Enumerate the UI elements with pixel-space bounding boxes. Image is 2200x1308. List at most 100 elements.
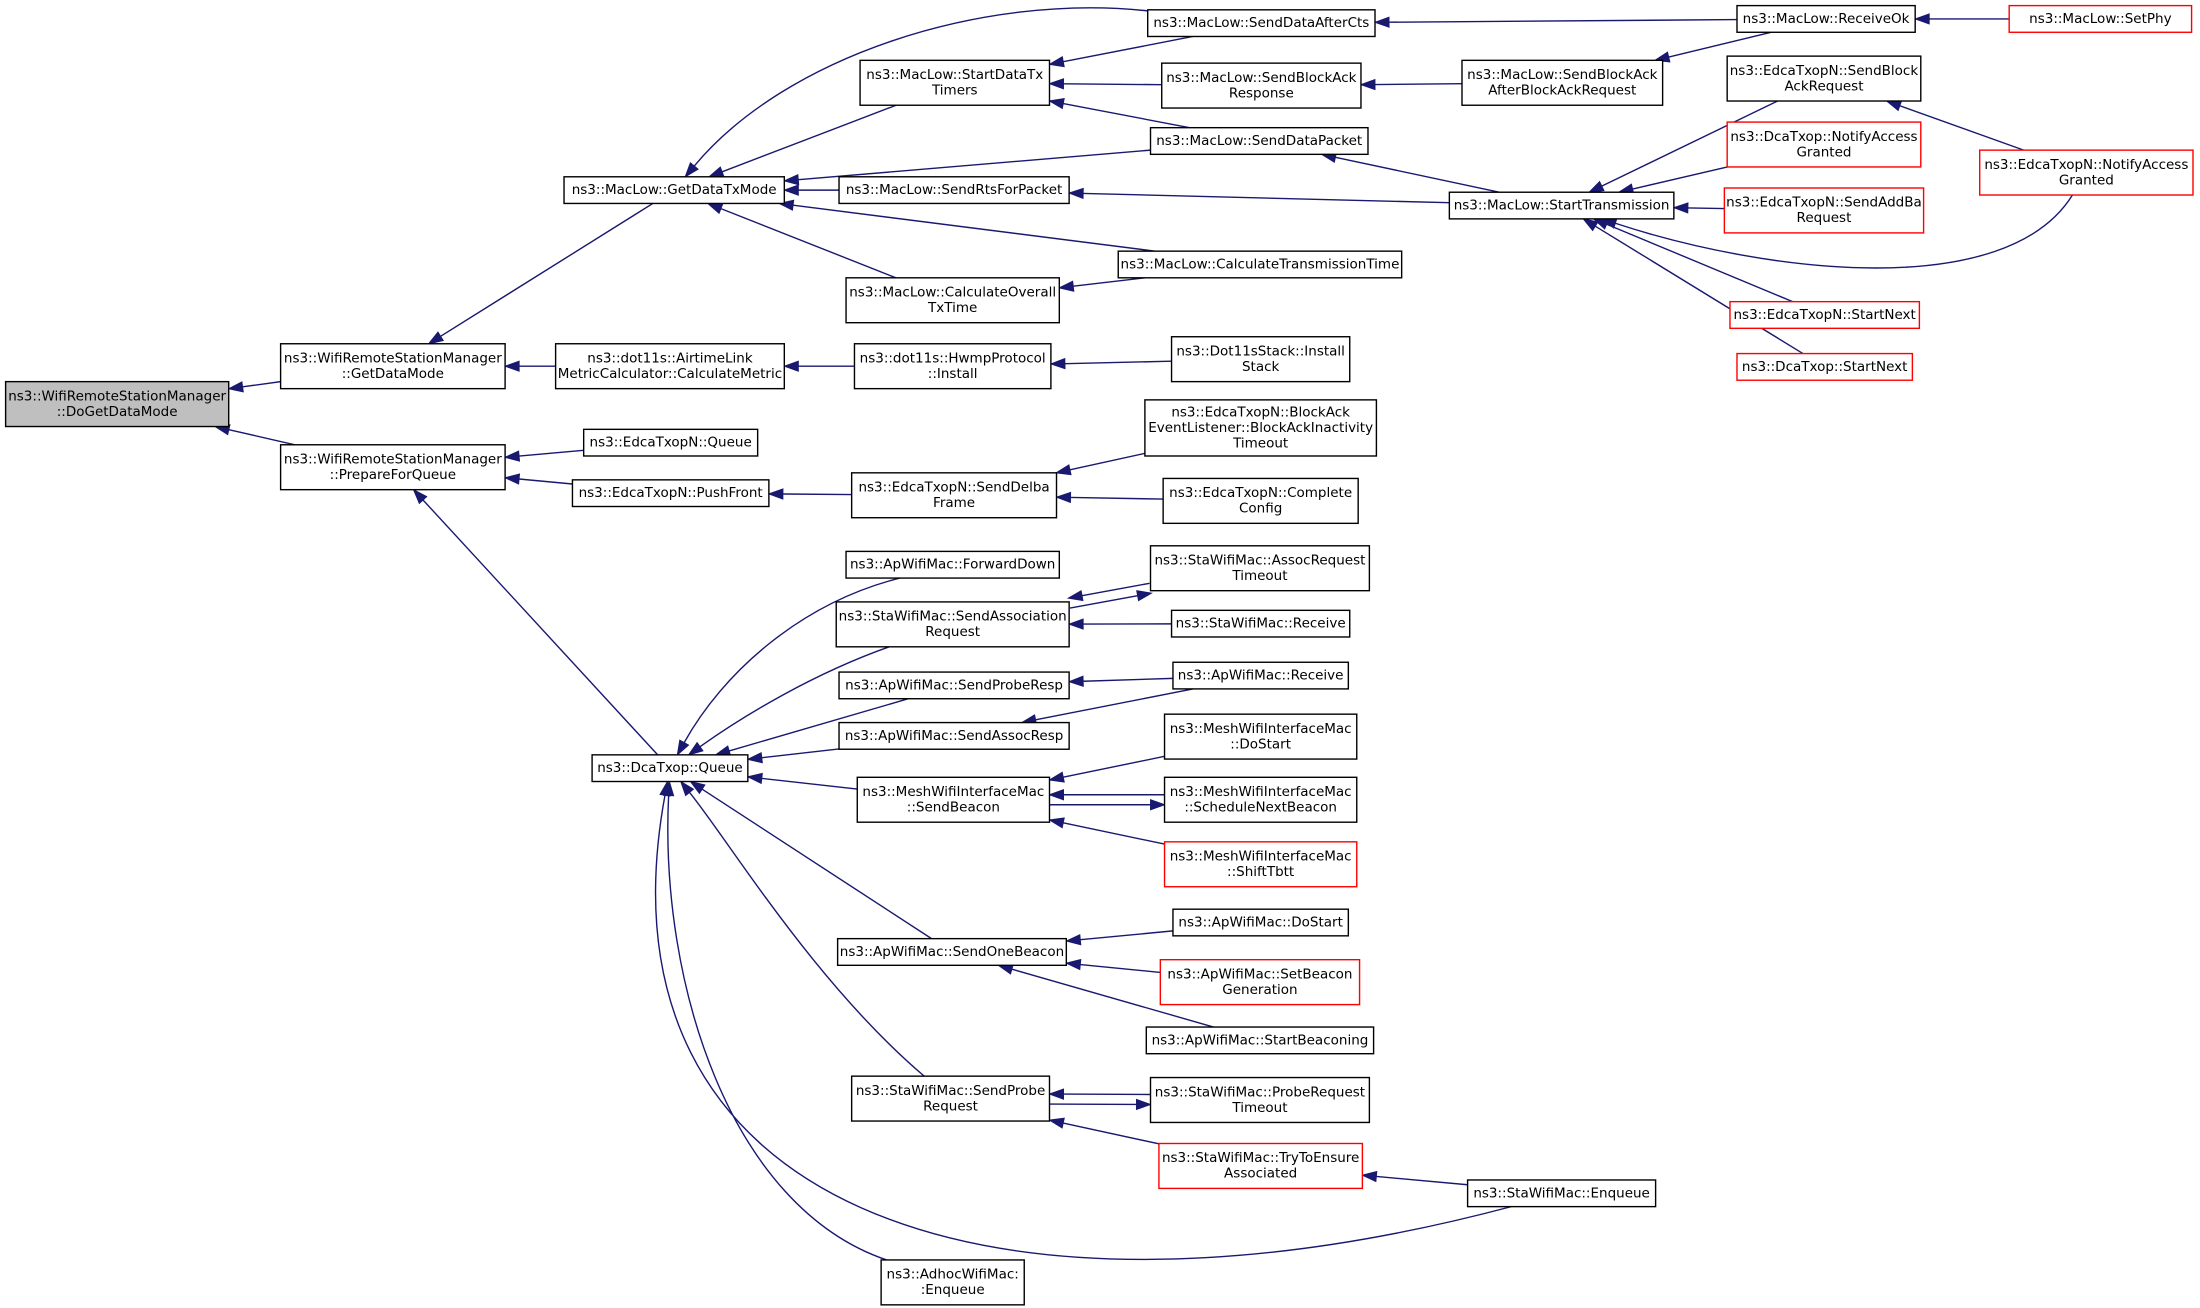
edge-arrowhead bbox=[1057, 280, 1075, 292]
node-meshsendbeacon[interactable]: ns3::MeshWifiInterfaceMac::SendBeacon bbox=[856, 776, 1051, 823]
node-getdatamode[interactable]: ns3::WifiRemoteStationManager::GetDataMo… bbox=[279, 343, 506, 390]
node-label: ns3::StaWifiMac::Receive bbox=[1176, 616, 1346, 632]
edge-line bbox=[1083, 677, 1173, 682]
edge-arrowhead bbox=[1048, 771, 1065, 783]
node-meshdostart[interactable]: ns3::MeshWifiInterfaceMac::DoStart bbox=[1163, 713, 1358, 760]
node-label: AfterBlockAckRequest bbox=[1488, 83, 1636, 99]
node-pushfront[interactable]: ns3::EdcaTxopN::PushFront bbox=[571, 479, 770, 508]
edge-arrowhead bbox=[687, 741, 704, 756]
node-box bbox=[1149, 126, 1369, 156]
node-label: ns3::MacLow::SendBlockAck bbox=[1467, 67, 1657, 83]
node-apforward[interactable]: ns3::ApWifiMac::ForwardDown bbox=[845, 550, 1061, 579]
node-label: Request bbox=[1797, 210, 1852, 226]
node-label: ns3::MacLow::CalculateTransmissionTime bbox=[1121, 256, 1400, 272]
node-apreceive[interactable]: ns3::ApWifiMac::Receive bbox=[1172, 661, 1350, 690]
node-box bbox=[1736, 4, 1916, 33]
node-box bbox=[591, 754, 749, 783]
edge-senddataaftercts-to-getdatatxmode bbox=[684, 7, 1148, 178]
edge-line bbox=[1632, 166, 1728, 190]
node-label: ns3::EdcaTxopN::BlockAck bbox=[1171, 404, 1350, 420]
node-meshshift[interactable]: ns3::MeshWifiInterfaceMac::ShiftTbtt bbox=[1163, 841, 1358, 888]
node-getdatatxmode[interactable]: ns3::MacLow::GetDataTxMode bbox=[563, 176, 786, 205]
edge-dcastartnext-to-starttrans bbox=[1582, 218, 1804, 355]
edge-line bbox=[1063, 755, 1165, 778]
node-setphy[interactable]: ns3::MacLow::SetPhy bbox=[2008, 4, 2193, 33]
node-label: ns3::MeshWifiInterfaceMac bbox=[1170, 849, 1352, 865]
edge-apreceive-to-apsendprobe bbox=[1067, 675, 1173, 687]
node-hwmpinstall[interactable]: ns3::dot11s::HwmpProtocol::Install bbox=[853, 343, 1052, 390]
node-box bbox=[1723, 187, 1925, 234]
node-label: Timers bbox=[931, 83, 978, 99]
edge-arrowhead bbox=[746, 752, 763, 764]
node-senddataaftercts[interactable]: ns3::MacLow::SendDataAfterCts bbox=[1147, 9, 1376, 38]
node-apsendprobe[interactable]: ns3::ApWifiMac::SendProbeResp bbox=[838, 671, 1070, 700]
node-airtime[interactable]: ns3::dot11s::AirtimeLinkMetricCalculator… bbox=[554, 343, 786, 390]
node-dcaqueue[interactable]: ns3::DcaTxop::Queue bbox=[591, 754, 749, 783]
node-label: ns3::AdhocWifiMac: bbox=[887, 1267, 1019, 1283]
node-edcastartnext[interactable]: ns3::EdcaTxopN::StartNext bbox=[1729, 300, 1921, 330]
node-edcaqueue[interactable]: ns3::EdcaTxopN::Queue bbox=[582, 428, 759, 457]
node-calctranstime[interactable]: ns3::MacLow::CalculateTransmissionTime bbox=[1117, 250, 1403, 279]
node-label: ns3::ApWifiMac::ForwardDown bbox=[850, 557, 1055, 573]
node-prepareforqueue[interactable]: ns3::WifiRemoteStationManager::PrepareFo… bbox=[279, 444, 506, 491]
edge-line bbox=[228, 428, 295, 446]
node-receiveok[interactable]: ns3::MacLow::ReceiveOk bbox=[1736, 4, 1916, 33]
node-box bbox=[1170, 336, 1351, 383]
node-label: ns3::MeshWifiInterfaceMac bbox=[862, 784, 1044, 800]
node-sendrts[interactable]: ns3::MacLow::SendRtsForPacket bbox=[838, 176, 1070, 205]
node-sendblockackafter[interactable]: ns3::MacLow::SendBlockAckAfterBlockAckRe… bbox=[1461, 59, 1664, 106]
node-box bbox=[1170, 609, 1351, 638]
node-label: ns3::MacLow::ReceiveOk bbox=[1743, 11, 1910, 27]
node-blockackinact[interactable]: ns3::EdcaTxopN::BlockAckEventListener::B… bbox=[1144, 399, 1378, 457]
edge-stasendassoc-to-dcaqueue bbox=[687, 646, 890, 756]
node-box bbox=[1158, 1142, 1364, 1190]
edge-line bbox=[1687, 207, 1725, 210]
node-staenqueue[interactable]: ns3::StaWifiMac::Enqueue bbox=[1466, 1179, 1657, 1208]
edge-line bbox=[1080, 930, 1174, 941]
edge-arrowhead bbox=[1055, 491, 1072, 504]
edge-staenqueue-to-trytoensure bbox=[1360, 1170, 1468, 1186]
node-box bbox=[1172, 661, 1350, 690]
node-apstartbeacon[interactable]: ns3::ApWifiMac::StartBeaconing bbox=[1145, 1026, 1375, 1055]
node-starttrans[interactable]: ns3::MacLow::StartTransmission bbox=[1448, 191, 1675, 220]
node-apdostart[interactable]: ns3::ApWifiMac::DoStart bbox=[1172, 908, 1350, 937]
edge-stasendprobe-to-dcaqueue bbox=[679, 780, 925, 1077]
node-box bbox=[880, 1259, 1025, 1306]
node-apsendassoc[interactable]: ns3::ApWifiMac::SendAssocResp bbox=[838, 721, 1070, 750]
node-dcastartnext[interactable]: ns3::DcaTxop::StartNext bbox=[1736, 352, 1914, 381]
node-adhocenq[interactable]: ns3::AdhocWifiMac::Enqueue bbox=[880, 1259, 1025, 1306]
edge-line bbox=[1374, 83, 1462, 86]
edge-line bbox=[699, 646, 890, 748]
node-senddatapacket[interactable]: ns3::MacLow::SendDataPacket bbox=[1149, 126, 1369, 156]
edge-blockackinact-to-senddelba bbox=[1054, 452, 1146, 476]
node-box bbox=[838, 721, 1070, 750]
edge-arrowhead bbox=[1067, 618, 1084, 630]
node-label: :Enqueue bbox=[921, 1282, 985, 1298]
node-stareceive[interactable]: ns3::StaWifiMac::Receive bbox=[1170, 609, 1351, 638]
node-box bbox=[554, 343, 786, 390]
node-box bbox=[563, 176, 786, 205]
edge-line bbox=[1069, 594, 1138, 609]
node-label: Timeout bbox=[1231, 1100, 1287, 1116]
node-label: ns3::MacLow::SendBlockAck bbox=[1166, 70, 1356, 86]
node-meshschedule[interactable]: ns3::MeshWifiInterfaceMac::ScheduleNextB… bbox=[1163, 776, 1358, 823]
node-apsendone[interactable]: ns3::ApWifiMac::SendOneBeacon bbox=[836, 937, 1068, 967]
edge-line bbox=[1063, 822, 1165, 845]
node-label: ns3::ApWifiMac::SendOneBeacon bbox=[840, 944, 1064, 960]
